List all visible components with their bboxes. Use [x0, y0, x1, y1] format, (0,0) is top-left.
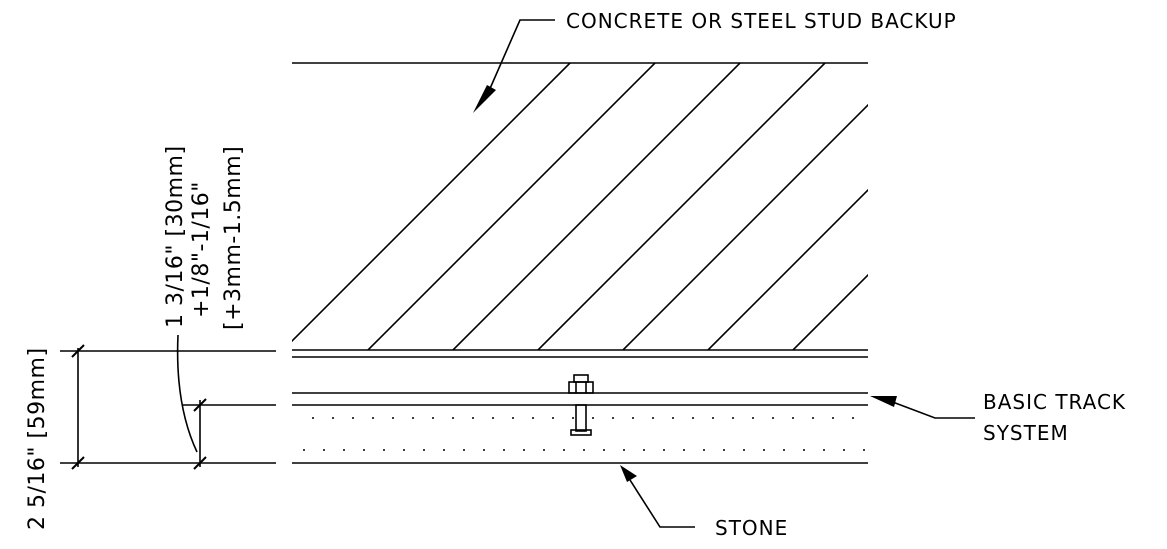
stipple-dot: [852, 417, 854, 419]
bolt-nut: [568, 381, 594, 394]
stipple-dot: [752, 417, 754, 419]
track-label-line1: BASIC TRACK: [983, 390, 1126, 414]
track-system: [292, 356, 868, 406]
stipple-dot: [303, 449, 305, 451]
track-arrowhead: [870, 396, 897, 407]
stipple-dot: [832, 417, 834, 419]
stipple-dot: [663, 449, 665, 451]
stone-leader: [620, 465, 695, 528]
stipple-dot: [692, 417, 694, 419]
stipple-dot: [423, 449, 425, 451]
hatch-line: [1048, 63, 1167, 350]
stipple-dot: [432, 417, 434, 419]
stipple-dot: [803, 449, 805, 451]
stipple-dot: [763, 449, 765, 451]
stone-stipple: [303, 417, 865, 451]
stipple-dot: [343, 449, 345, 451]
gap-dimension-text-1: 1 3/16" [30mm]: [163, 145, 188, 328]
stipple-dot: [652, 417, 654, 419]
hatch-line: [292, 63, 571, 343]
hatch-line: [963, 63, 1167, 350]
stipple-dot: [843, 449, 845, 451]
hatch-line: [707, 188, 868, 350]
hatch-line: [622, 103, 868, 350]
stipple-dot: [492, 417, 494, 419]
stipple-dot: [772, 417, 774, 419]
stipple-dot: [603, 449, 605, 451]
backup-label: CONCRETE OR STEEL STUD BACKUP: [566, 9, 957, 33]
stipple-dot: [332, 417, 334, 419]
stipple-dot: [792, 417, 794, 419]
stipple-dot: [743, 449, 745, 451]
stipple-dot: [503, 449, 505, 451]
bolt-shank: [575, 404, 587, 432]
stipple-dot: [812, 417, 814, 419]
stipple-dot: [572, 417, 574, 419]
stipple-dot: [372, 417, 374, 419]
stipple-dot: [452, 417, 454, 419]
hatch-line: [367, 63, 656, 350]
stipple-dot: [483, 449, 485, 451]
stipple-dot: [712, 417, 714, 419]
hatch-line: [452, 63, 741, 350]
overall-dimension: [60, 344, 276, 470]
stone-label: STONE: [715, 516, 788, 540]
track-label-line2: SYSTEM: [983, 421, 1069, 445]
stipple-dot: [583, 449, 585, 451]
stipple-dot: [383, 449, 385, 451]
overall-dimension-text: 2 5/16" [59mm]: [25, 347, 50, 530]
stipple-dot: [612, 417, 614, 419]
stipple-dot: [512, 417, 514, 419]
stipple-dot: [563, 449, 565, 451]
gap-leader: [176, 334, 198, 453]
stipple-dot: [723, 449, 725, 451]
hatch-line: [792, 273, 868, 350]
hatch-line: [1133, 63, 1167, 350]
backup-arrowhead: [473, 85, 496, 113]
stipple-dot: [732, 417, 734, 419]
stipple-dot: [412, 417, 414, 419]
stipple-dot: [472, 417, 474, 419]
stipple-dot: [363, 449, 365, 451]
stone-panel: [292, 417, 868, 464]
stipple-dot: [672, 417, 674, 419]
backup-hatch: [292, 63, 1167, 350]
track-leader: [870, 396, 975, 419]
stipple-dot: [352, 417, 354, 419]
stipple-dot: [543, 449, 545, 451]
stipple-dot: [683, 449, 685, 451]
stipple-dot: [312, 417, 314, 419]
stipple-dot: [323, 449, 325, 451]
stipple-dot: [703, 449, 705, 451]
hatch-line: [537, 63, 826, 350]
stipple-dot: [532, 417, 534, 419]
stipple-dot: [623, 449, 625, 451]
backup-wall: [292, 62, 1167, 351]
stipple-dot: [823, 449, 825, 451]
stipple-dot: [443, 449, 445, 451]
stipple-dot: [632, 417, 634, 419]
stipple-dot: [523, 449, 525, 451]
stipple-dot: [643, 449, 645, 451]
bolt-head: [573, 374, 589, 383]
gap-dimension-text-2: +1/8"-1/16": [189, 181, 214, 318]
stipple-dot: [392, 417, 394, 419]
backup-leader: [473, 19, 555, 113]
bolt-tee: [570, 429, 592, 436]
stipple-dot: [403, 449, 405, 451]
hatch-line: [878, 63, 1165, 350]
stipple-dot: [463, 449, 465, 451]
stipple-dot: [552, 417, 554, 419]
gap-dimension: [176, 334, 276, 470]
anchor-bolt: [568, 374, 594, 436]
stipple-dot: [783, 449, 785, 451]
stone-arrowhead: [620, 465, 637, 482]
gap-dimension-text-3: [+3mm-1.5mm]: [221, 146, 246, 330]
stipple-dot: [863, 449, 865, 451]
stipple-dot: [592, 417, 594, 419]
